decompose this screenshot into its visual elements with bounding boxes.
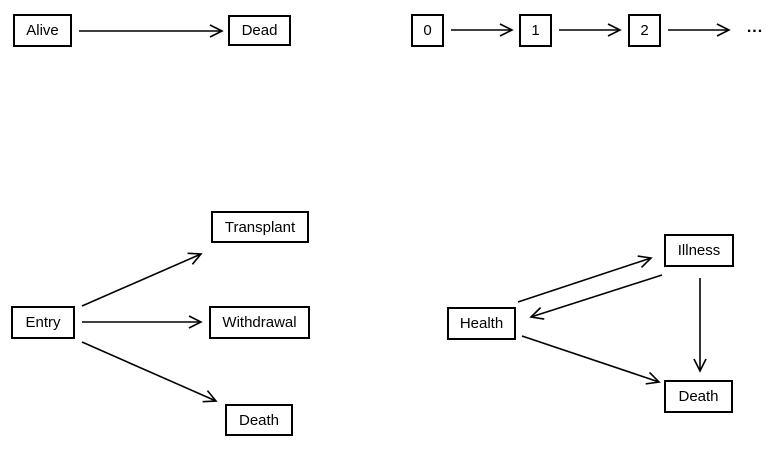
node-entry: Entry bbox=[11, 306, 75, 339]
node-alive: Alive bbox=[13, 14, 72, 47]
node-death-left: Death bbox=[225, 404, 293, 436]
arrow-illness-to-health bbox=[529, 274, 663, 320]
node-state-0: 0 bbox=[411, 14, 444, 47]
arrow-health-to-death bbox=[521, 335, 661, 385]
node-illness: Illness bbox=[664, 234, 734, 267]
node-state-1: 1 bbox=[519, 14, 552, 47]
ellipsis: ... bbox=[746, 19, 764, 36]
arrow-health-to-illness bbox=[517, 255, 653, 303]
node-death-right: Death bbox=[664, 380, 733, 413]
node-transplant: Transplant bbox=[211, 211, 309, 243]
arrow-entry-to-death bbox=[81, 341, 218, 403]
arrow-entry-to-transplant bbox=[81, 252, 203, 307]
node-dead: Dead bbox=[228, 15, 291, 46]
node-state-2: 2 bbox=[628, 14, 661, 47]
node-health: Health bbox=[447, 307, 516, 340]
node-withdrawal: Withdrawal bbox=[209, 306, 310, 339]
